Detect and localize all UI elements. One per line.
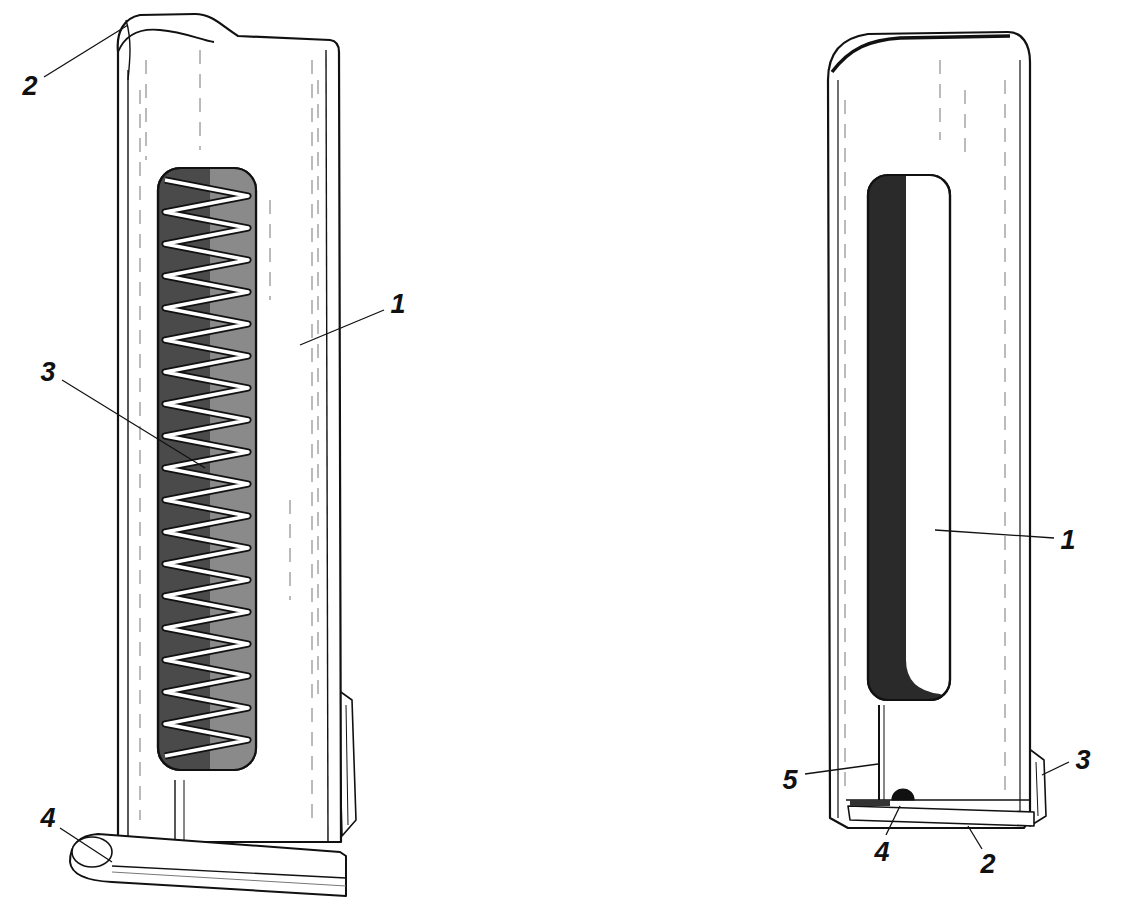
notch [892, 789, 914, 800]
hatch [346, 705, 348, 825]
callout-number: 4 [37, 804, 58, 833]
leader-line [1042, 762, 1069, 775]
plate-edge [112, 866, 346, 878]
magazine-body [828, 32, 1030, 828]
edge-line [837, 80, 838, 818]
window-edge [158, 168, 256, 770]
top-edge [832, 36, 1010, 72]
leader-line [44, 25, 128, 77]
spine-line [127, 70, 128, 842]
window-edge [868, 175, 950, 700]
spine-line [174, 780, 175, 842]
spring [165, 180, 248, 756]
window [868, 175, 950, 700]
window-shadow [868, 175, 950, 700]
leader-line [968, 826, 982, 849]
plate-edge [112, 872, 346, 886]
right-magazine [828, 32, 1046, 828]
leader-line [300, 310, 384, 345]
leader-line [886, 806, 900, 835]
edge-line [326, 50, 328, 842]
leader-line [805, 764, 878, 774]
slot [884, 705, 885, 800]
slot [878, 705, 880, 800]
callout-number: 3 [1072, 746, 1093, 775]
notch-shadow [850, 800, 890, 806]
callout-number: 3 [37, 358, 58, 387]
hatch [1036, 762, 1038, 816]
callout-number: 5 [779, 766, 800, 795]
left-magazine [70, 14, 356, 896]
leader-line [935, 530, 1054, 538]
shading [140, 50, 318, 820]
edge-line [1019, 60, 1020, 818]
callout-number: 2 [19, 72, 40, 101]
callout-number: 4 [871, 838, 892, 867]
magazine-body [118, 14, 341, 842]
callout-number: 1 [387, 290, 408, 319]
leader-line [60, 828, 112, 862]
leader-line [62, 380, 205, 468]
spine-line [184, 780, 185, 842]
leader-lines [44, 25, 1069, 862]
base-plate [70, 834, 346, 896]
feed-lip [118, 30, 214, 52]
plate-lip [72, 837, 112, 867]
spring [165, 180, 248, 756]
shading [845, 60, 1005, 790]
callout-number: 1 [1057, 526, 1078, 555]
callout-number: 2 [977, 850, 998, 879]
base-plate [848, 806, 1034, 826]
